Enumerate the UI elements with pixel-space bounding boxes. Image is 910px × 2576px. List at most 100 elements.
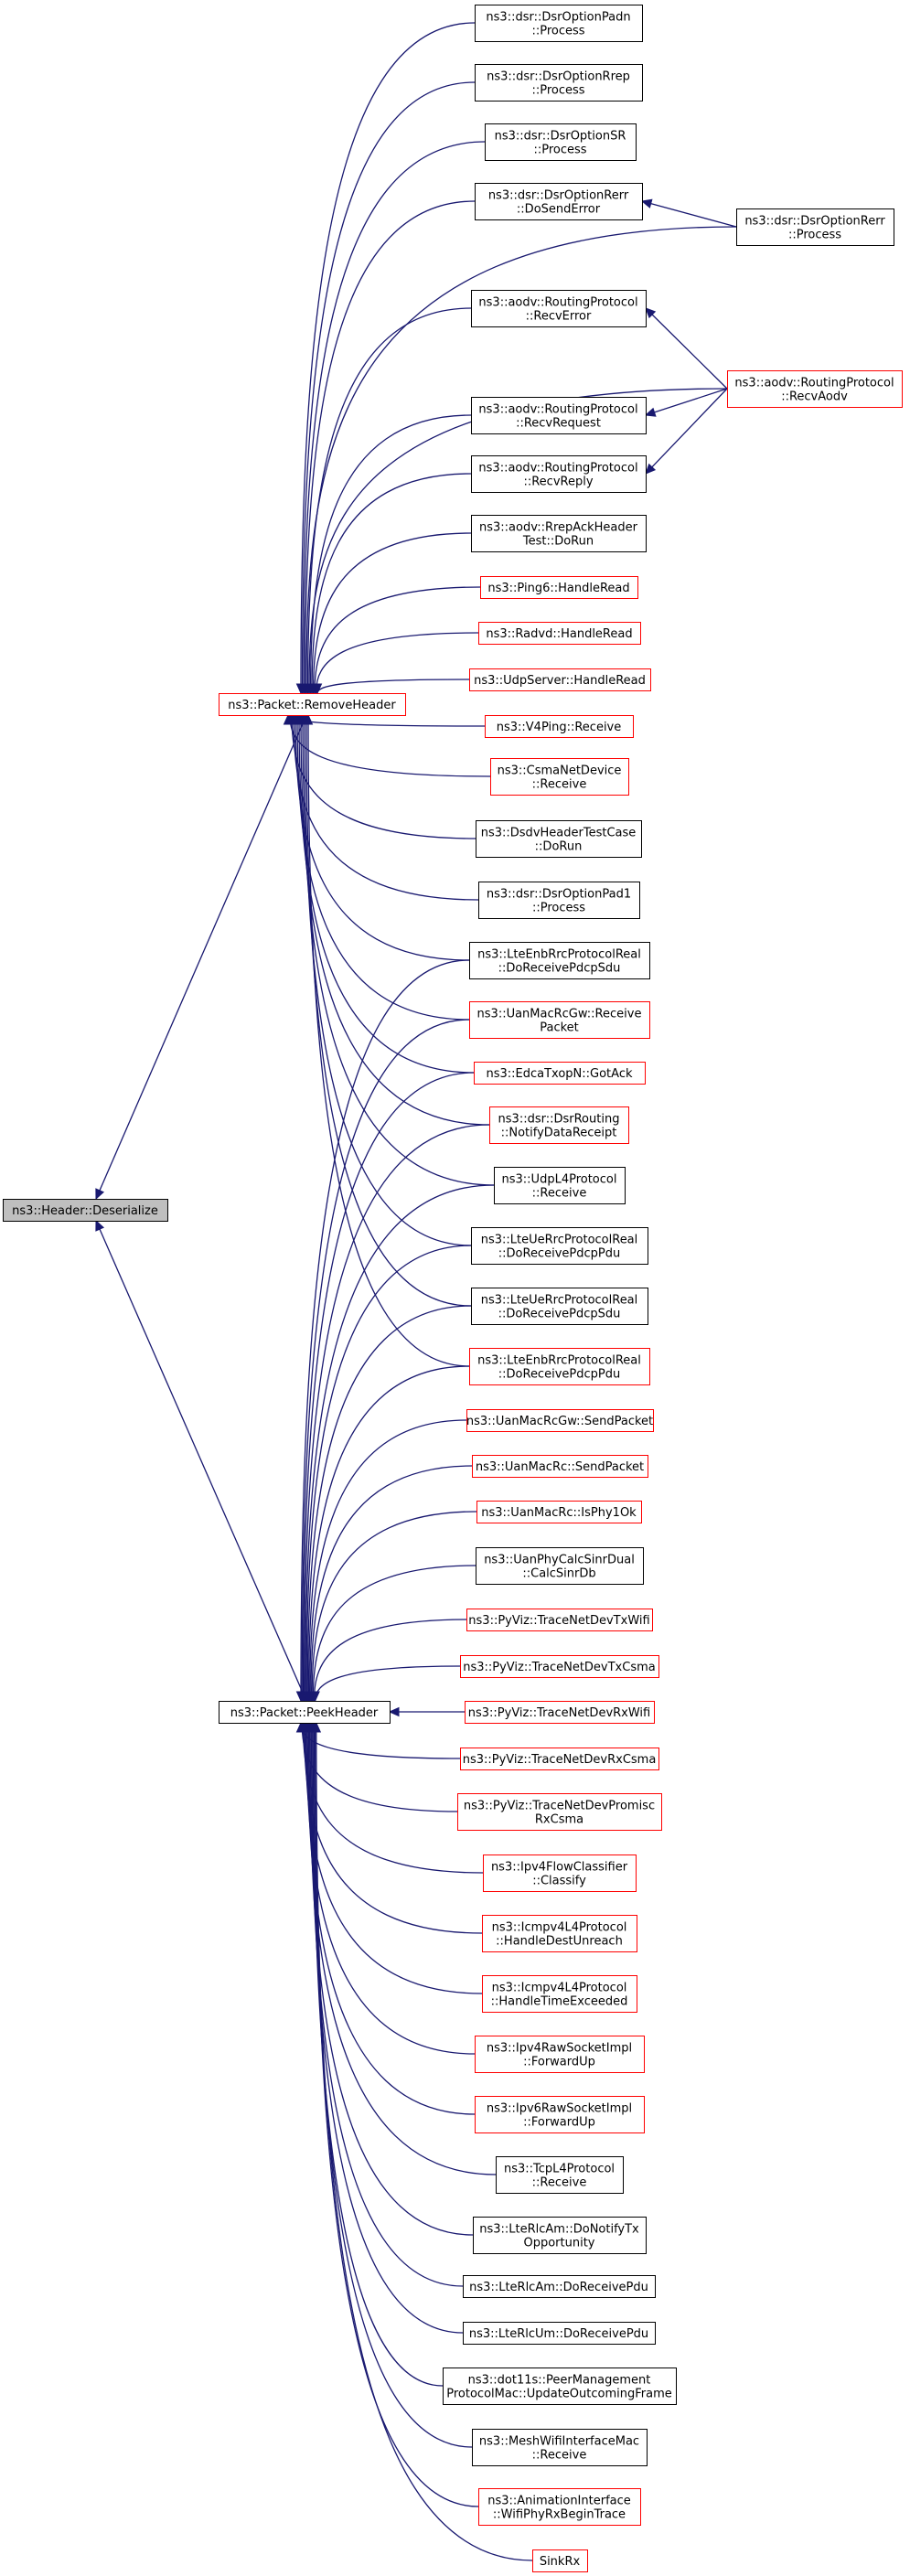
- edge-remove-to-deserialize-arrowhead: [95, 1188, 105, 1201]
- node-label: ns3::UdpL4Protocol: [502, 1173, 617, 1187]
- node-label: ns3::Packet::PeekHeader: [230, 1706, 379, 1720]
- node-label: ::Receive: [532, 778, 587, 792]
- node-tcpl4[interactable]: ns3::TcpL4Protocol::Receive: [496, 2156, 624, 2194]
- node-radvd[interactable]: ns3::Radvd::HandleRead: [478, 622, 641, 645]
- node-sinkrx[interactable]: SinkRx: [532, 2549, 588, 2572]
- node-rerrsend[interactable]: ns3::dsr::DsrOptionRerr::DoSendError: [475, 183, 643, 220]
- node-box: [471, 1288, 648, 1325]
- node-pad1[interactable]: ns3::dsr::DsrOptionPad1::Process: [478, 882, 640, 919]
- node-label: ::DoReceivePdcpPdu: [498, 1368, 620, 1382]
- node-label: ns3::DsdvHeaderTestCase: [481, 827, 637, 840]
- node-label: ns3::PyViz::TraceNetDevTxCsma: [463, 1661, 656, 1674]
- node-label: ns3::UanPhyCalcSinrDual: [484, 1554, 635, 1567]
- edge-sinkrx-to-peek: [316, 1722, 533, 2561]
- node-uanrcgwsend[interactable]: ns3::UanMacRcGw::SendPacket: [466, 1409, 654, 1432]
- node-lteuepdu[interactable]: ns3::LteUeRrcProtocolReal::DoReceivePdcp…: [471, 1227, 648, 1265]
- node-label: ns3::dsr::DsrOptionSR: [495, 130, 626, 144]
- node-label: ns3::dsr::DsrOptionRerr: [744, 215, 885, 229]
- node-box: [482, 1975, 637, 2013]
- node-recvrequest[interactable]: ns3::aodv::RoutingProtocol::RecvRequest: [471, 397, 647, 434]
- node-pvtxwifi[interactable]: ns3::PyViz::TraceNetDevTxWifi: [466, 1609, 653, 1631]
- node-rlcum[interactable]: ns3::LteRlcUm::DoReceivePdu: [463, 2322, 656, 2345]
- node-peek[interactable]: ns3::Packet::PeekHeader: [219, 1701, 391, 1724]
- edge-ltauesdu-to-remove: [305, 714, 472, 1307]
- node-dsdv[interactable]: ns3::DsdvHeaderTestCase::DoRun: [476, 820, 642, 858]
- node-box: [475, 2096, 645, 2133]
- edge-lteenbsdu-to-remove: [294, 714, 470, 961]
- node-rrep[interactable]: ns3::dsr::DsrOptionRrep::Process: [475, 64, 643, 102]
- node-udpl4[interactable]: ns3::UdpL4Protocol::Receive: [494, 1167, 626, 1204]
- node-ipv4flow[interactable]: ns3::Ipv4FlowClassifier::Classify: [483, 1855, 637, 1892]
- node-pvrxcsma[interactable]: ns3::PyViz::TraceNetDevRxCsma: [460, 1748, 659, 1770]
- edge-recvaodv-to-recvrequest-arrowhead: [644, 407, 657, 417]
- node-label: ns3::dsr::DsrOptionRerr: [488, 189, 629, 203]
- node-box: [480, 576, 638, 599]
- node-label: ns3::UdpServer::HandleRead: [474, 674, 646, 688]
- node-pvrxwifi[interactable]: ns3::PyViz::TraceNetDevRxWifi: [465, 1701, 655, 1724]
- node-csma[interactable]: ns3::CsmaNetDevice::Receive: [490, 758, 629, 796]
- node-lteenbsdu[interactable]: ns3::LteEnbRrcProtocolReal::DoReceivePdc…: [469, 942, 650, 979]
- node-icmpunreach[interactable]: ns3::Icmpv4L4Protocol::HandleDestUnreach: [482, 1915, 637, 1952]
- node-recverror[interactable]: ns3::aodv::RoutingProtocol::RecvError: [471, 290, 647, 327]
- node-deserialize[interactable]: ns3::Header::Deserialize: [3, 1199, 168, 1222]
- node-box: [460, 1655, 659, 1678]
- node-box: [475, 183, 643, 220]
- node-edca[interactable]: ns3::EdcaTxopN::GotAck: [474, 1062, 646, 1085]
- node-box: [478, 882, 640, 919]
- node-icmptime[interactable]: ns3::Icmpv4L4Protocol::HandleTimeExceede…: [482, 1975, 637, 2013]
- node-label: ns3::PyViz::TraceNetDevTxWifi: [468, 1614, 649, 1628]
- node-ipv6raw[interactable]: ns3::Ipv6RawSocketImpl::ForwardUp: [475, 2096, 645, 2133]
- node-uanrcsend[interactable]: ns3::UanMacRc::SendPacket: [472, 1455, 648, 1478]
- node-ltauesdu[interactable]: ns3::LteUeRrcProtocolReal::DoReceivePdcp…: [471, 1288, 648, 1325]
- node-label: ns3::Icmpv4L4Protocol: [492, 1921, 627, 1935]
- node-meshwifi[interactable]: ns3::MeshWifiInterfaceMac::Receive: [472, 2429, 648, 2466]
- node-sinrdual[interactable]: ns3::UanPhyCalcSinrDual::CalcSinrDb: [476, 1547, 644, 1585]
- node-box: [475, 2036, 645, 2073]
- node-box: [482, 1915, 637, 1952]
- edge-peermgmt-to-peek: [312, 1722, 444, 2387]
- edge-csma-to-remove: [289, 714, 491, 777]
- node-ipv4raw[interactable]: ns3::Ipv4RawSocketImpl::ForwardUp: [475, 2036, 645, 2073]
- edge-padn-to-remove: [300, 22, 476, 694]
- node-label: ns3::LteEnbRrcProtocolReal: [477, 1354, 641, 1368]
- node-label: ns3::LteRlcUm::DoReceivePdu: [469, 2327, 648, 2341]
- edge-remove-to-deserialize: [95, 714, 307, 1200]
- edge-rerrproc-to-remove: [305, 226, 737, 694]
- edge-icmptime-to-peek: [305, 1722, 483, 1994]
- edge-rrepack-to-remove: [312, 532, 472, 694]
- edge-pvrxwifi-to-peek-arrowhead: [388, 1706, 400, 1717]
- node-label: ns3::aodv::RoutingProtocol: [478, 403, 637, 417]
- node-recvaodv[interactable]: ns3::aodv::RoutingProtocol::RecvAodv: [727, 370, 903, 408]
- node-label: ns3::TcpL4Protocol: [504, 2163, 615, 2176]
- node-padn[interactable]: ns3::dsr::DsrOptionPadn::Process: [475, 5, 643, 42]
- node-sr[interactable]: ns3::dsr::DsrOptionSR::Process: [485, 123, 637, 161]
- edge-lteenbpdu-to-remove-arrowhead: [303, 713, 314, 725]
- node-ping6[interactable]: ns3::Ping6::HandleRead: [480, 576, 638, 599]
- node-animation[interactable]: ns3::AnimationInterface::WifiPhyRxBeginT…: [478, 2488, 641, 2526]
- node-box: [443, 2368, 677, 2405]
- edge-sinkrx-to-peek-arrowhead: [311, 1721, 322, 1733]
- node-box: [485, 715, 634, 738]
- node-dsrrouting[interactable]: ns3::dsr::DsrRouting::NotifyDataReceipt: [489, 1106, 629, 1144]
- node-peermgmt[interactable]: ns3::dot11s::PeerManagementProtocolMac::…: [443, 2368, 677, 2405]
- node-v4ping[interactable]: ns3::V4Ping::Receive: [485, 715, 634, 738]
- node-rlcam[interactable]: ns3::LteRlcAm::DoReceivePdu: [463, 2275, 656, 2298]
- node-label: ns3::PyViz::TraceNetDevPromisc: [464, 1800, 655, 1813]
- node-pvtxcsma[interactable]: ns3::PyViz::TraceNetDevTxCsma: [460, 1655, 659, 1678]
- node-rerrproc[interactable]: ns3::dsr::DsrOptionRerr::Process: [736, 208, 894, 246]
- node-box: [465, 1701, 655, 1724]
- node-label: ProtocolMac::UpdateOutcomingFrame: [446, 2388, 672, 2401]
- node-uanrcphy[interactable]: ns3::UanMacRc::IsPhy1Ok: [476, 1501, 642, 1523]
- node-label: ns3::dsr::DsrOptionPadn: [486, 11, 630, 25]
- edge-sinrdual-to-peek: [312, 1565, 476, 1702]
- node-box: [475, 5, 643, 42]
- node-remove[interactable]: ns3::Packet::RemoveHeader: [219, 693, 406, 716]
- node-recvreply[interactable]: ns3::aodv::RoutingProtocol::RecvReply: [471, 455, 647, 493]
- node-udpserver[interactable]: ns3::UdpServer::HandleRead: [469, 668, 651, 691]
- edge-uanrcgwsend-to-peek: [308, 1419, 467, 1702]
- node-lteenbpdu[interactable]: ns3::LteEnbRrcProtocolReal::DoReceivePdc…: [469, 1348, 650, 1385]
